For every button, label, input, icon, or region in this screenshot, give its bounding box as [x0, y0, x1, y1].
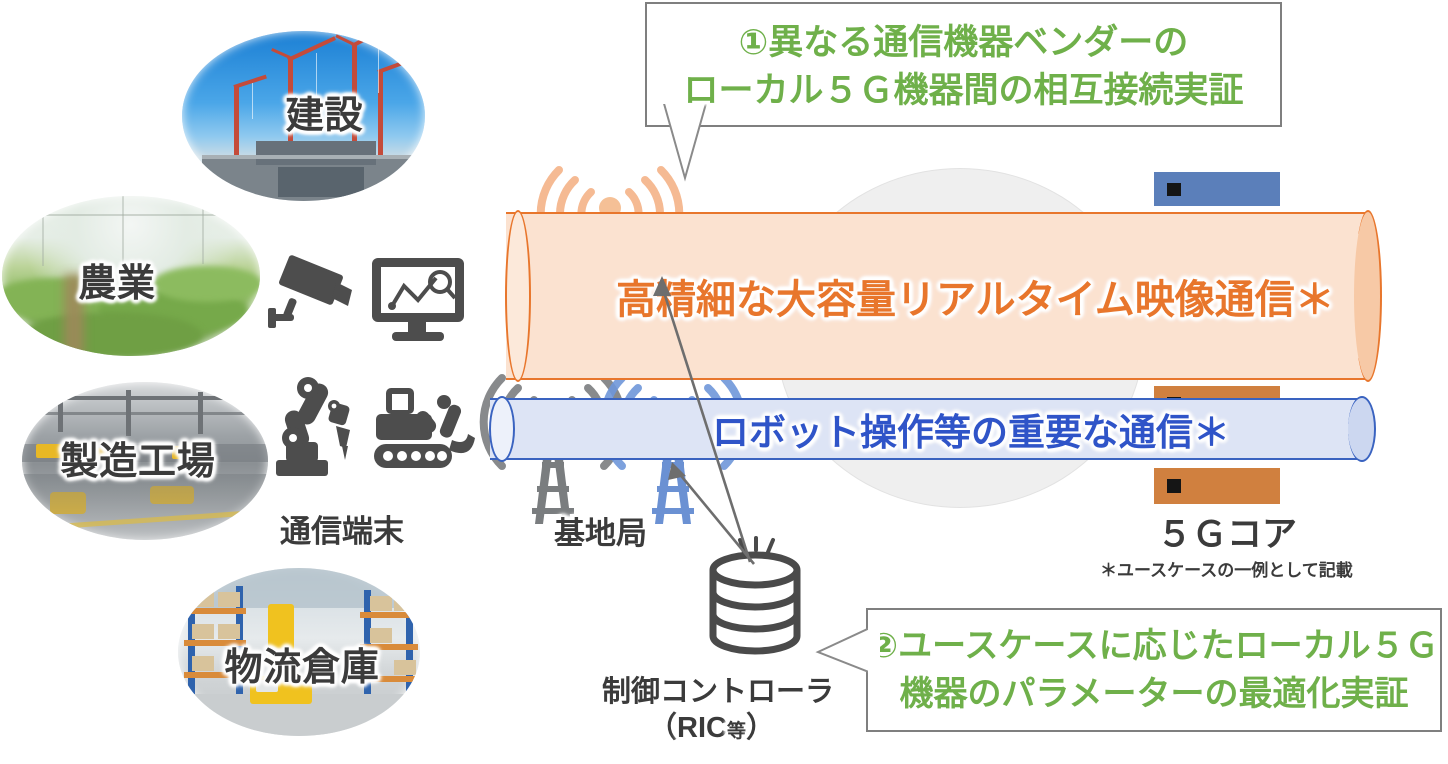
callout-1-box: [645, 2, 1282, 127]
industry-label-factory: 製造工場: [60, 440, 216, 483]
database-cylinder-icon: [700, 536, 810, 658]
paren-open: （: [648, 712, 678, 744]
rack-bar-1: [1154, 172, 1280, 206]
callout-2-pointer-left-arrow-icon: [815, 624, 880, 680]
paren-close: ）: [745, 712, 775, 744]
excavator-icon: [372, 382, 484, 474]
controller-label-line1: 制御コントローラ: [602, 676, 835, 708]
base-station-label: 基地局: [554, 516, 647, 551]
core-footnote: ＊ユースケースの一例として記載: [1100, 561, 1353, 580]
industry-photo-construction: 建設: [182, 31, 425, 201]
callout-2-line2: 機器のパラメーターの最適化実証: [899, 675, 1409, 713]
controller-nado: 等: [726, 721, 746, 742]
industry-label-agriculture: 農業: [78, 262, 156, 305]
core-label: ５Ｇコア: [1157, 515, 1298, 554]
pipe-video-label: 高精細な大容量リアルタイム映像通信＊: [616, 278, 1335, 322]
industry-photo-factory: 製造工場: [22, 382, 268, 540]
robot-arm-icon: [268, 376, 366, 476]
controller-to-video-arrow: [640, 270, 770, 570]
callout-1-line1-text: ①異なる通信機器ベンダーの: [738, 23, 1189, 62]
callout-1-pointer-down-arrow-icon: [655, 96, 725, 184]
controller-to-robot-arrow: [660, 452, 770, 572]
industry-label-construction: 建設: [285, 94, 364, 137]
industry-label-warehouse: 物流倉庫: [224, 646, 380, 689]
pipe-robot: ロボット操作等の重要な通信＊: [489, 396, 1376, 462]
device-group-label: 通信端末: [280, 514, 404, 549]
monitor-analytics-icon: [370, 256, 466, 344]
controller-ric: RIC: [677, 712, 727, 744]
rack-bar-6: [1154, 468, 1280, 504]
pipe-video: 高精細な大容量リアルタイム映像通信＊: [505, 210, 1382, 382]
pipe-robot-label: ロボット操作等の重要な通信＊: [712, 412, 1230, 453]
callout-2-line1: ②ユースケースに応じたローカル５Ｇ: [869, 627, 1439, 665]
industry-photo-warehouse: 物流倉庫: [178, 568, 420, 736]
callout-1-line2: ローカル５Ｇ機器間の相互接続実証: [683, 71, 1244, 110]
controller-label-line2: （RIC等）: [648, 704, 775, 746]
security-camera-icon: [268, 255, 360, 340]
industry-photo-agriculture: 農業: [2, 196, 260, 356]
